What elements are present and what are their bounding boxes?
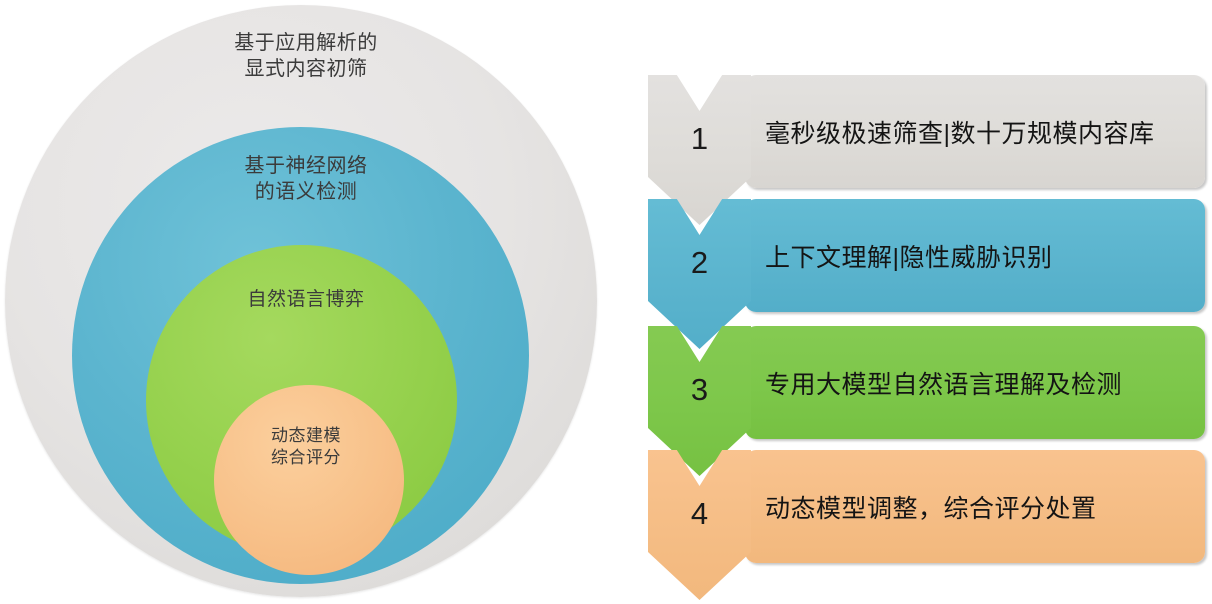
ring-orange-label: 动态建模 综合评分 — [271, 426, 341, 468]
step-1-label: 毫秒级极速筛查|数十万规模内容库 — [765, 119, 1155, 148]
concentric-circles-diagram: 基于应用解析的 显式内容初筛 基于神经网络 的语义检测 自然语言博弈 动态建模 … — [5, 5, 597, 597]
step-list: 1 毫秒级极速筛查|数十万规模内容库 2 上下文理解|隐性威胁识别 3 专用大模… — [612, 0, 1212, 604]
step-4-label: 动态模型调整，综合评分处置 — [765, 494, 1097, 523]
step-1-bar — [745, 75, 1205, 188]
ring-outer-label: 基于应用解析的 显式内容初筛 — [234, 32, 378, 81]
step-2-label: 上下文理解|隐性威胁识别 — [765, 243, 1053, 272]
step-2-bar — [745, 199, 1205, 312]
ring-blue-label: 基于神经网络 的语义检测 — [244, 155, 368, 204]
step-2-number: 2 — [690, 245, 709, 280]
step-3-label: 专用大模型自然语言理解及检测 — [765, 370, 1123, 399]
step-4-number: 4 — [690, 496, 709, 531]
step-3-bar — [745, 326, 1205, 439]
ring-green-label: 自然语言博弈 — [247, 289, 365, 310]
ring-dynamic-modeling-scoring[interactable] — [214, 385, 404, 575]
step-4-bar — [745, 450, 1205, 563]
step-3-number: 3 — [690, 372, 709, 407]
step-1-number: 1 — [690, 121, 709, 156]
